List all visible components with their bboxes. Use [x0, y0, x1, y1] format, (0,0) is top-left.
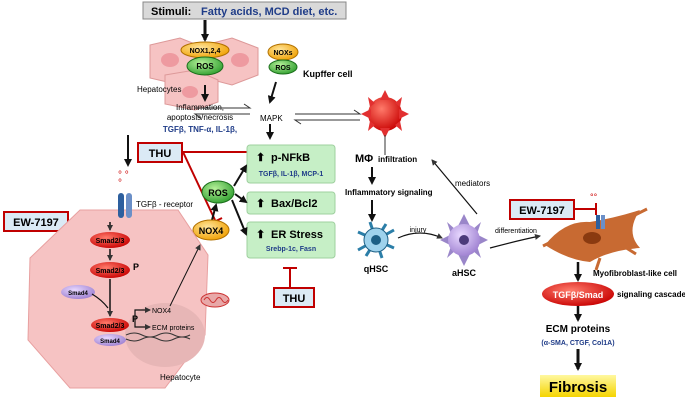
kupffer-ros-label: ROS	[275, 65, 291, 72]
nfkb-targets: TGFβ, IL-1β, MCP-1	[259, 171, 324, 178]
svg-text:⬆: ⬆	[256, 229, 265, 241]
mitochondria	[200, 292, 230, 308]
macrophage-cell	[361, 90, 409, 138]
ros-label-mid: ROS	[208, 188, 228, 198]
inflammation-cytokines: TGFβ, TNF-α, IL-1β,	[163, 125, 237, 134]
bax-label: Bax/Bcl2	[271, 198, 317, 210]
fibrosis-label: Fibrosis	[549, 379, 607, 396]
svg-text:Smad2/3: Smad2/3	[96, 268, 125, 275]
nfkb-label: p-NFkB	[271, 152, 310, 164]
tgfb-smad-label: TGFβ/Smad	[553, 290, 604, 300]
receptor-label: TGFβ - receptor	[136, 200, 193, 209]
svg-text:⬆: ⬆	[256, 152, 265, 164]
er-targets: Srebp-1c, Fasn	[266, 246, 316, 253]
thu-label-bottom: THU	[283, 293, 306, 305]
thu-label-top: THU	[149, 148, 172, 160]
qhsc-label: qHSC	[364, 264, 389, 274]
svg-text:Smad4: Smad4	[68, 291, 88, 297]
myofibroblast-label: Myofibroblast-like cell	[593, 269, 677, 278]
nox4-label: NOX4	[199, 226, 224, 236]
kupffer-cell: NOXs ROS	[267, 43, 299, 75]
mediators-label: mediators	[455, 179, 490, 188]
ew7197-label-left: EW-7197	[13, 217, 59, 229]
ecm-proteins-label: ECM proteins	[546, 324, 611, 335]
ecm-list: (α-SMA, CTGF, Col1A)	[541, 340, 614, 347]
hepatocyte-caption: Hepatocyte	[160, 373, 201, 382]
smad23-3	[91, 318, 129, 332]
nox4-gene-label: NOX4	[152, 308, 171, 315]
ecm-gene-label: ECM proteins	[152, 325, 195, 332]
stimuli-label: Stimuli:	[151, 6, 191, 18]
thu-box-bottom	[273, 287, 315, 308]
macrophage-symbol: MΦ	[355, 153, 373, 165]
equilibrium-arrows-right	[293, 109, 362, 125]
smad23-1	[90, 232, 130, 248]
ew7197-label-right: EW-7197	[519, 205, 565, 217]
er-label: ER Stress	[271, 229, 323, 241]
inflammatory-signaling: Inflammatory signaling	[345, 188, 433, 197]
hepatocytes-cluster: NOX1,2,4 ROS	[149, 37, 259, 111]
ahsc-cell	[440, 214, 488, 266]
injury-label: injury	[410, 227, 427, 234]
ros-ellipse-mid	[201, 180, 235, 204]
kupffer-nox-label: NOXs	[273, 50, 292, 57]
svg-text:Smad2/3: Smad2/3	[96, 323, 125, 330]
svg-text:Smad4: Smad4	[100, 339, 120, 345]
svg-text:Smad2/3: Smad2/3	[96, 238, 125, 245]
svg-text:⬆: ⬆	[256, 198, 265, 210]
nox4-ellipse	[192, 219, 230, 241]
svg-text:°°: °°	[590, 192, 598, 202]
svg-text:°: °	[118, 178, 122, 189]
mapk-label: MAPK	[260, 114, 283, 123]
phospho-p-1: P	[133, 262, 139, 272]
tgfb-receptor	[118, 193, 132, 218]
tgfb-smad-ellipse	[542, 282, 614, 306]
dna-strand	[125, 332, 191, 338]
ros-label-top: ROS	[196, 62, 214, 71]
ahsc-label: aHSC	[452, 268, 477, 278]
nox124-label: NOX1,2,4	[190, 48, 221, 55]
nfkb-box	[246, 144, 336, 184]
qhsc-cell	[357, 221, 395, 259]
ros-ellipse-top	[186, 56, 224, 76]
er-box	[246, 221, 336, 259]
thu-box-top	[137, 142, 183, 163]
smad23-2	[90, 262, 130, 278]
infiltration-label: infiltration	[378, 155, 417, 164]
ligand-circles: ° °	[118, 170, 129, 181]
smad4-2	[94, 334, 126, 346]
fibrosis-box	[540, 375, 616, 397]
smad4-1	[61, 285, 95, 299]
equilibrium-arrows-left	[193, 103, 252, 119]
nucleus	[125, 303, 205, 367]
kupffer-caption: Kupffer cell	[303, 69, 353, 79]
differentiation-label: differentiation	[495, 228, 537, 235]
stimuli-box	[142, 1, 347, 20]
cascade-label: signaling cascade	[617, 290, 685, 299]
myofibroblast-cell	[542, 207, 648, 271]
stimuli-value: Fatty acids, MCD diet, etc.	[201, 6, 337, 18]
hepatocytes-caption: Hepatocytes	[137, 85, 181, 94]
